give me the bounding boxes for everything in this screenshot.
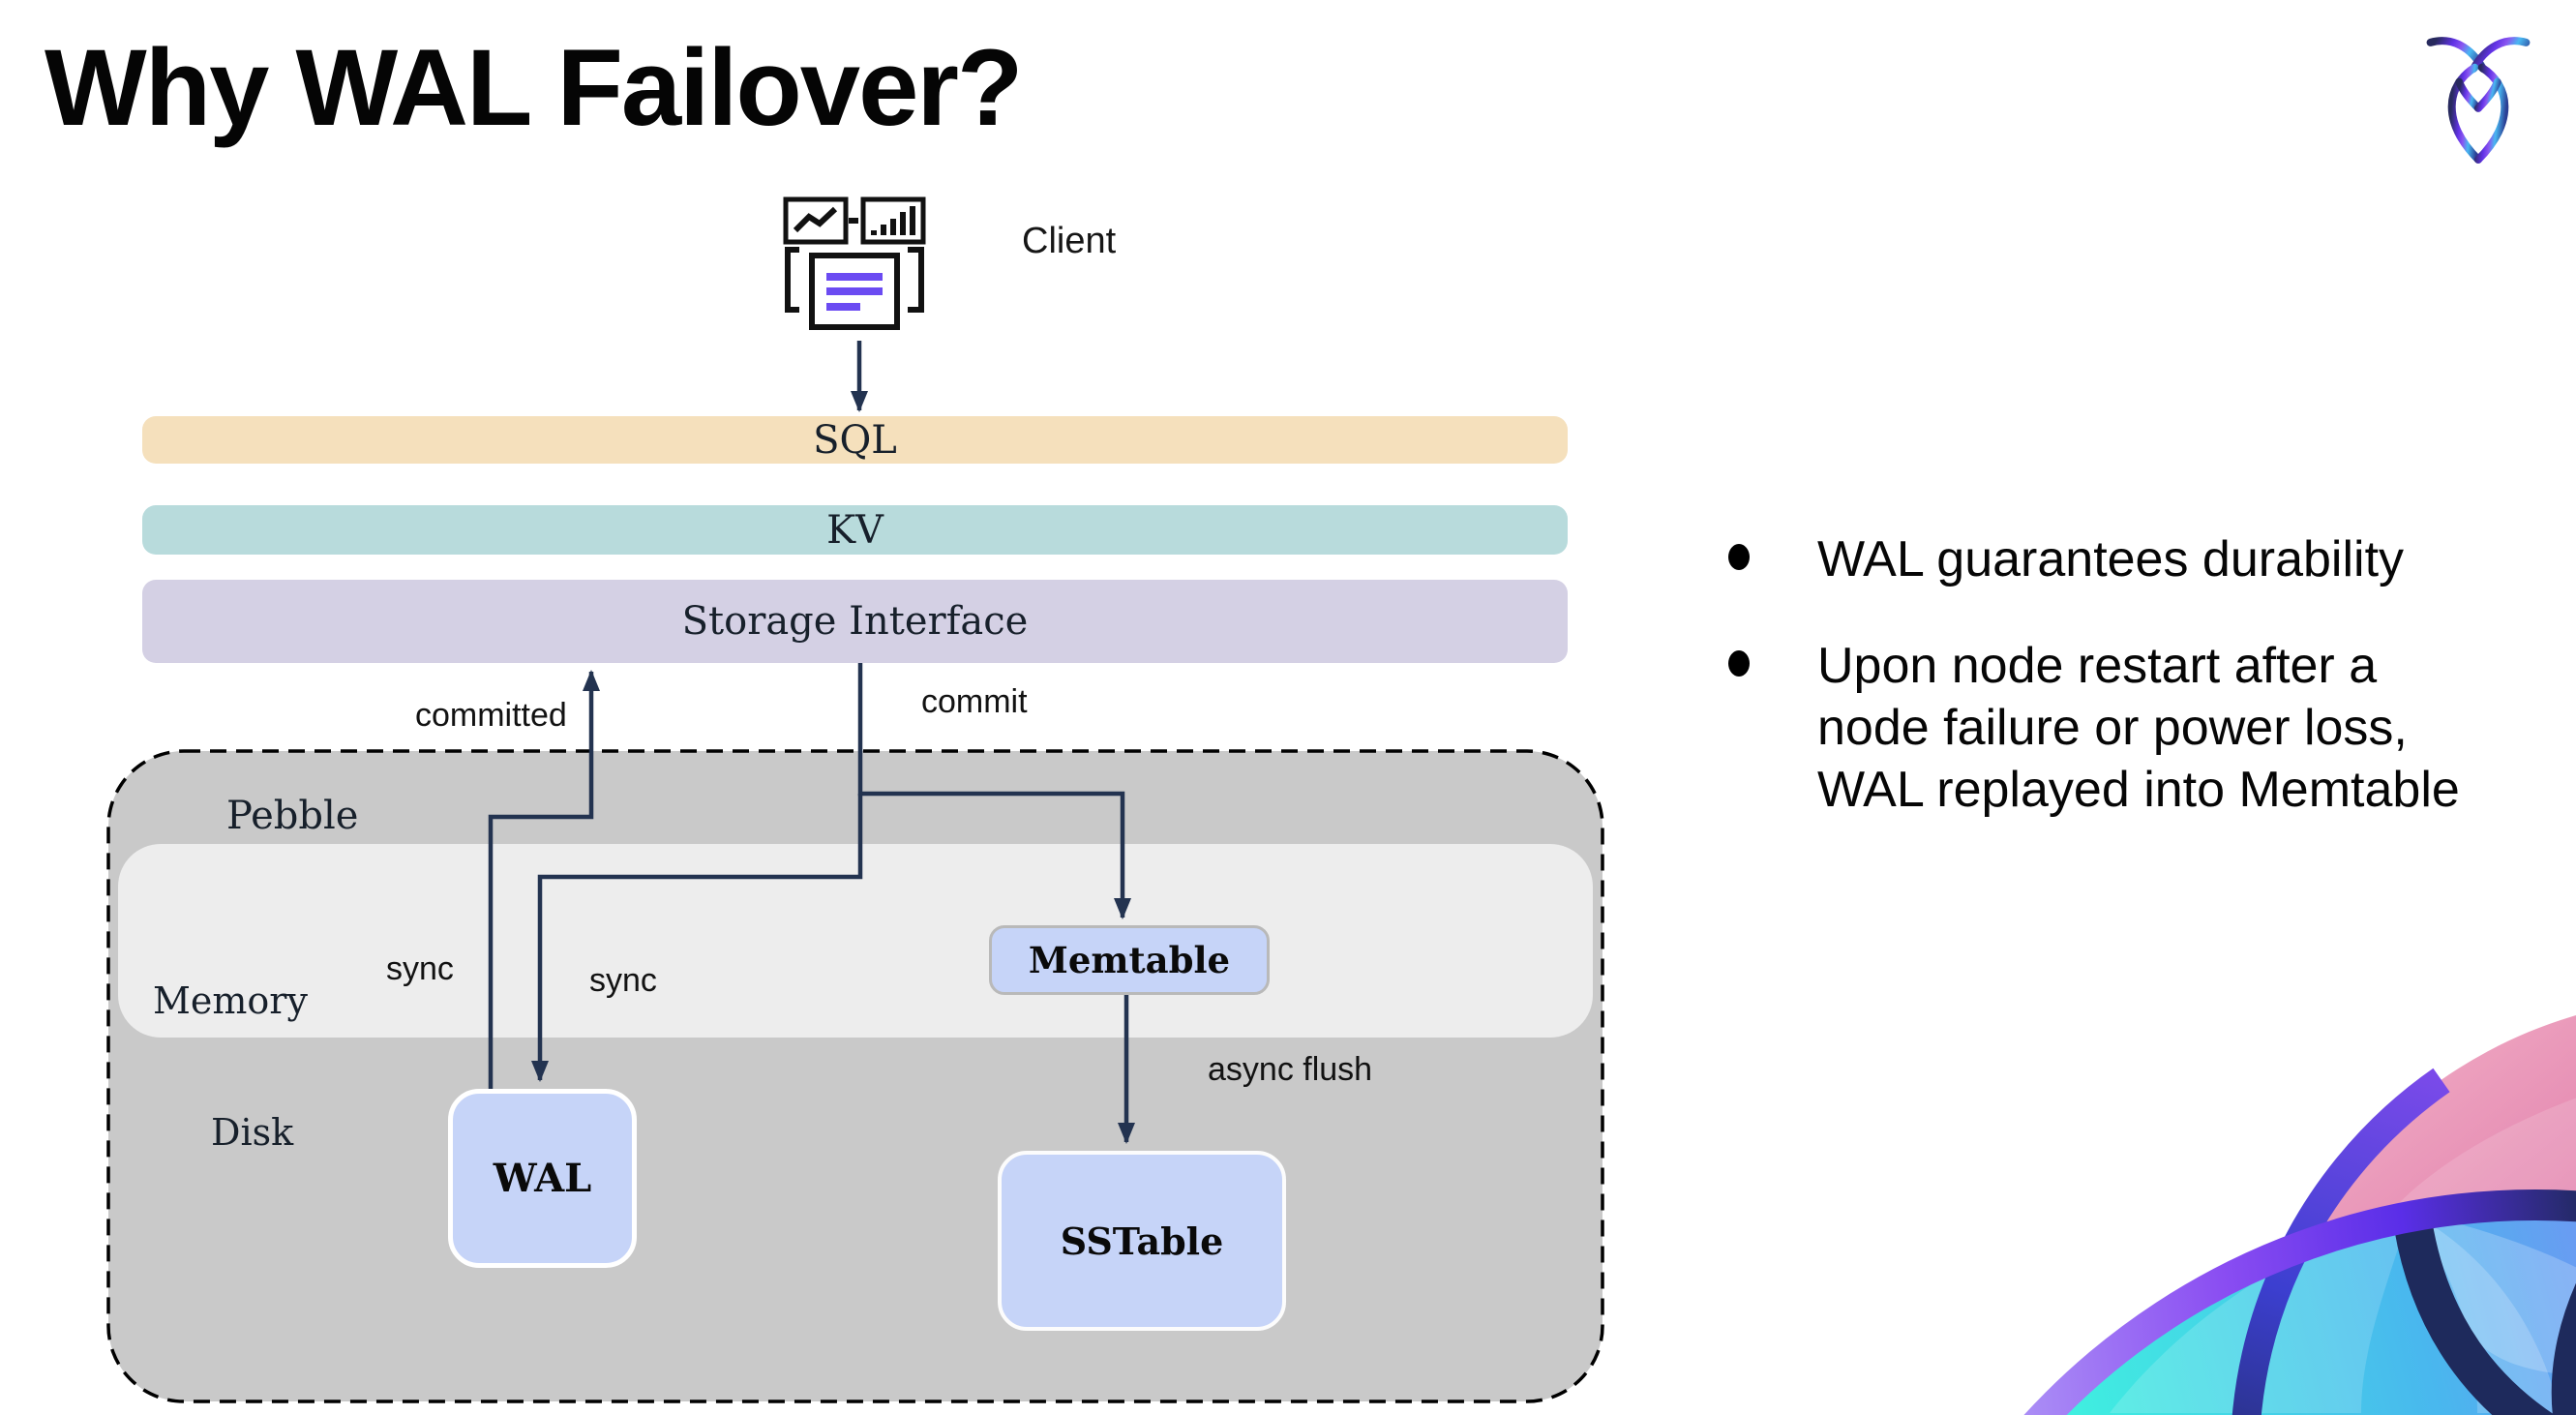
edge-commit-to-memtable: [857, 663, 1131, 919]
edge-sync-to-wal: [531, 794, 863, 1082]
edge-label-async-flush: async flush: [1208, 1051, 1373, 1088]
sstable-node: SSTable: [998, 1151, 1286, 1331]
pebble-label: Pebble: [226, 794, 359, 838]
edge-label-committed: committed: [415, 697, 567, 734]
layer-bar-storage-label: Storage Interface: [681, 599, 1029, 644]
bullet-text: Upon node restart after a node failure o…: [1817, 638, 2460, 818]
page-title: Why WAL Failover?: [45, 27, 1023, 148]
layer-bar-kv: KV: [142, 505, 1568, 555]
client-label: Client: [1022, 221, 1117, 261]
cockroachdb-glyph-icon: [2426, 37, 2531, 164]
list-item: Upon node restart after a node failure o…: [1728, 635, 2576, 821]
bullet-list: WAL guarantees durability Upon node rest…: [1728, 528, 2576, 821]
layer-bar-kv-label: KV: [826, 507, 884, 553]
client-monitors-icon: [783, 196, 926, 330]
layer-bar-sql: SQL: [142, 416, 1568, 464]
wal-node: WAL: [448, 1089, 637, 1268]
edge-label-sync-left: sync: [386, 950, 454, 987]
edge-wal-committed: [488, 670, 600, 1089]
memtable-node: Memtable: [989, 925, 1270, 995]
memtable-node-label: Memtable: [1028, 939, 1231, 981]
disk-region-label: Disk: [211, 1111, 294, 1154]
bullet-text: WAL guarantees durability: [1817, 531, 2405, 587]
memory-region-label: Memory: [153, 979, 308, 1022]
memory-band: [118, 844, 1593, 1038]
list-item: WAL guarantees durability: [1728, 528, 2576, 590]
layer-bar-sql-label: SQL: [813, 417, 897, 463]
bullet-dot: [1728, 650, 1750, 677]
wal-node-label: WAL: [493, 1156, 592, 1201]
brand-spheres-artwork: [2023, 1015, 2576, 1415]
bullet-dot: [1728, 544, 1750, 570]
sstable-node-label: SSTable: [1060, 1219, 1224, 1263]
edge-label-commit: commit: [921, 683, 1028, 720]
layer-bar-storage-interface: Storage Interface: [142, 580, 1568, 663]
edge-label-sync-right: sync: [589, 962, 657, 999]
